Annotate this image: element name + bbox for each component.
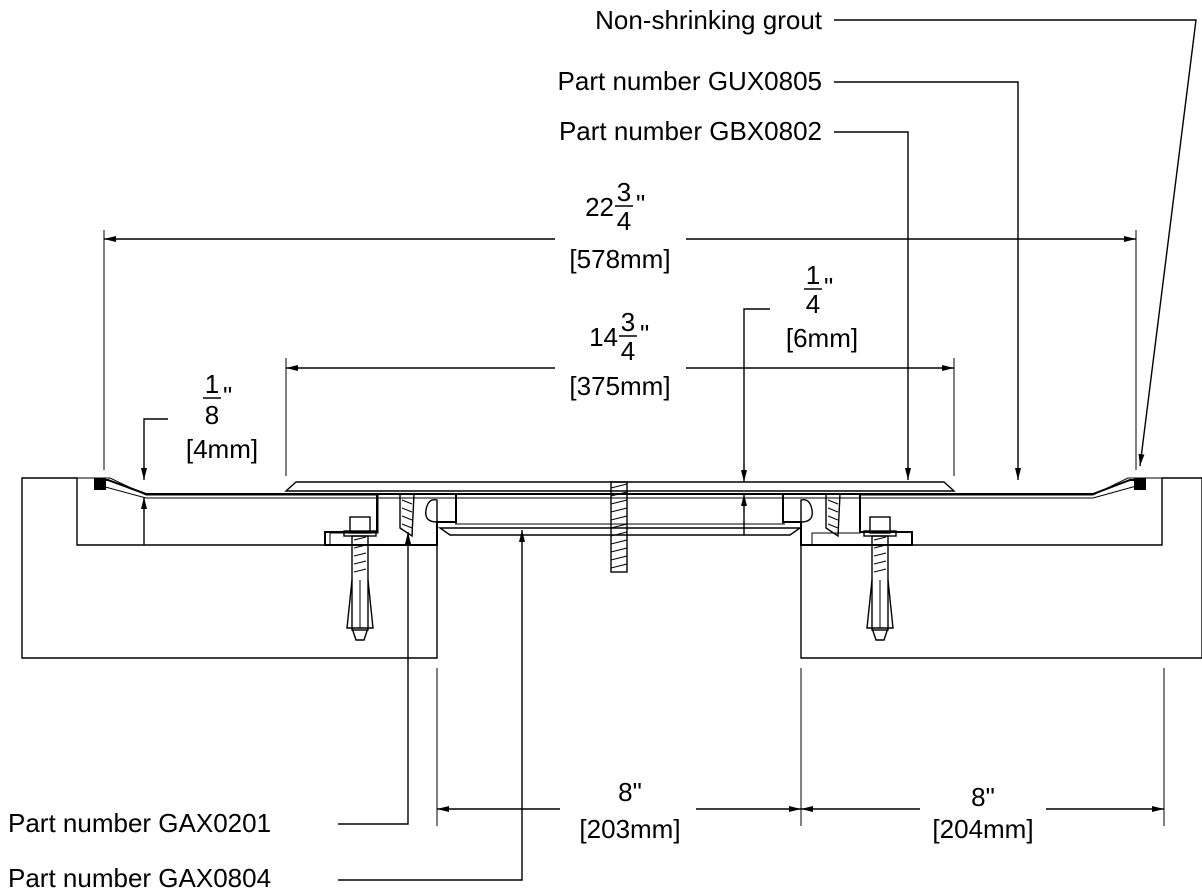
left-grout-fill [76,477,379,546]
label-gax0804: Part number GAX0804 [8,863,271,891]
label-gux0805: Part number GUX0805 [558,66,822,96]
label-gbx0802: Part number GBX0802 [559,116,822,146]
right-concrete-slab [800,477,1202,659]
dim-thickness-metric: [6mm] [786,323,858,353]
dim-overall-whole: 22 [585,192,614,222]
dim-gap-left [436,668,802,826]
dim-plate-metric: [375mm] [569,371,670,401]
dim-plate-whole: 14 [589,322,618,352]
dim-thickness-den: 4 [806,289,820,319]
dim-overall-num: 3 [617,177,631,207]
right-anchor-bolt [863,516,897,641]
dim-recess-metric: [4mm] [186,434,258,464]
dim-overall [103,230,1137,470]
dim-plate-num: 3 [621,307,635,337]
dim-plate-text: 14 3 4 " [375mm] [569,307,670,401]
label-gax0201: Part number GAX0201 [8,808,271,838]
dim-overall-text: 22 3 4 " [578mm] [569,177,670,274]
dim-plate [285,358,955,476]
dim-recess-den: 8 [205,400,219,430]
right-seal-block [1134,478,1146,490]
right-frame-rail [782,493,913,546]
leader-gbx0802 [834,131,911,480]
dim-gap-right-imperial: 8" [971,782,995,812]
dim-recess-depth [141,418,168,545]
cover-plate [284,481,956,492]
dim-overall-unit: " [636,189,645,219]
dim-overall-metric: [578mm] [569,244,670,274]
leader-grout [834,19,1197,467]
left-anchor-bolt [343,516,377,641]
dim-overall-den: 4 [617,206,631,236]
dim-recess-text: 1 8 " [4mm] [186,369,258,464]
dim-recess-num: 1 [205,369,219,399]
dim-plate-unit: " [640,319,649,349]
dim-recess-unit: " [223,381,232,411]
dim-gap-right [801,668,1165,826]
dim-plate-thickness [741,308,770,535]
dim-plate-den: 4 [621,336,635,366]
leader-gax0201 [338,532,411,825]
center-spine-bar [437,494,803,536]
gutter-flashing [97,479,1141,499]
dim-gap-left-metric: [203mm] [579,814,680,844]
left-seal-block [94,478,106,490]
label-grout: Non-shrinking grout [595,5,823,35]
left-frame-rail [324,493,457,546]
dim-thickness-unit: " [824,272,833,302]
leader-gux0805 [834,81,1021,480]
center-threaded-rod [610,481,628,573]
dim-plate-thickness-text: 1 4 " [6mm] [786,260,858,353]
dim-gap-right-metric: [204mm] [932,814,1033,844]
leader-gax0804 [338,530,525,881]
dim-gap-left-imperial: 8" [618,777,642,807]
left-concrete-slab [21,477,438,659]
dim-thickness-num: 1 [806,260,820,290]
